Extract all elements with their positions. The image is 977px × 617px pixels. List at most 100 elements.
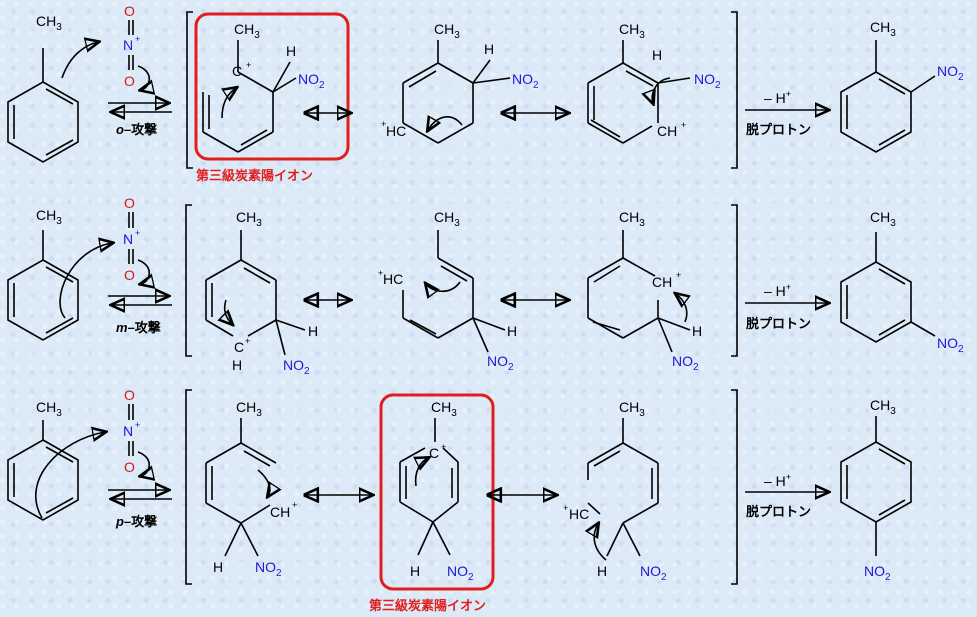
svg-text:+: + [441,442,446,452]
highlight-label-ortho: 第三級炭素陽イオン [196,168,313,183]
svg-text:C: C [429,445,439,461]
svg-text:NO2: NO2 [298,71,325,91]
svg-text:CH3: CH3 [619,209,645,229]
svg-text:O: O [124,73,135,89]
svg-text:NO2: NO2 [283,357,310,377]
svg-text:CH3: CH3 [36,207,62,227]
methyl-label: CH3 [36,13,62,33]
toluene-para: CH3 [7,399,105,521]
intermediate-meta-2: CH3 + HC H NO2 [378,209,517,373]
svg-text:脱プロトン: 脱プロトン [746,316,811,331]
svg-text:+: + [245,336,250,346]
intermediate-para-1: CH3 CH + H NO2 [205,399,297,579]
svg-text:O: O [124,459,135,475]
svg-text:NO2: NO2 [640,563,667,583]
equilibrium-para: p–攻撃 [108,490,172,529]
svg-text:H: H [410,563,420,579]
svg-text:+: + [135,420,140,430]
nitronium-para: O N + O [123,387,149,476]
svg-text:HC: HC [386,123,406,139]
svg-text:CH3: CH3 [619,21,645,41]
svg-text:CH3: CH3 [870,397,896,417]
svg-text:O: O [124,267,135,283]
svg-text:NO2: NO2 [937,335,964,355]
svg-text:HC: HC [569,506,589,522]
svg-text:CH3: CH3 [234,21,260,41]
svg-text:NO2: NO2 [512,71,539,91]
svg-text:H: H [652,47,662,63]
svg-text:+: + [378,268,383,278]
svg-text:脱プロトン: 脱プロトン [746,122,811,137]
product-meta-nitrotoluene: CH3 NO2 [840,209,964,355]
intermediate-meta-3: CH3 CH + H NO2 [587,209,702,373]
svg-text:CH3: CH3 [870,19,896,39]
svg-text:NO2: NO2 [487,353,514,373]
svg-text:– H+: – H+ [764,472,791,489]
svg-text:CH3: CH3 [36,399,62,419]
svg-text:m–攻撃: m–攻撃 [116,320,161,335]
nitronium-meta: O N + O [123,195,149,284]
intermediate-meta-1: CH3 C + H H NO2 [205,209,318,377]
svg-text:+: + [246,60,251,70]
svg-text:H: H [692,323,702,339]
svg-text:H: H [308,323,318,339]
svg-text:O: O [124,387,135,403]
svg-text:O: O [124,195,135,211]
equilibrium-ortho: o–攻撃 [108,103,172,137]
svg-text:+: + [292,500,297,510]
svg-text:CH3: CH3 [434,209,460,229]
svg-text:CH3: CH3 [434,21,460,41]
svg-text:HC: HC [383,271,403,287]
svg-text:H: H [484,41,494,57]
svg-text:脱プロトン: 脱プロトン [746,504,811,519]
intermediate-para-2: CH3 C + H NO2 [399,399,474,583]
deprotonation-meta: – H+ 脱プロトン [745,282,828,331]
toluene-ortho: CH3 [7,13,98,163]
bracket-close [731,11,738,169]
highlight-label-para: 第三級炭素陽イオン [369,598,486,613]
svg-text:+: + [135,228,140,238]
svg-text:CH3: CH3 [431,399,457,419]
svg-text:CH: CH [652,274,672,290]
svg-text:– H+: – H+ [764,282,791,299]
intermediate-ortho-3: CH3 H NO2 CH + [587,21,721,144]
highlight-box-ortho [194,12,350,161]
svg-text:NO2: NO2 [447,563,474,583]
svg-text:o–攻撃: o–攻撃 [116,122,157,137]
svg-text:CH3: CH3 [236,399,262,419]
svg-text:NO2: NO2 [255,559,282,579]
svg-text:H: H [213,559,223,575]
svg-text:NO2: NO2 [937,63,964,83]
svg-text:+: + [563,503,568,513]
svg-text:N: N [123,231,133,247]
row-meta: CH3 O N + O m–攻撃 [7,195,964,377]
equilibrium-meta: m–攻撃 [108,296,172,335]
svg-text:NO2: NO2 [672,353,699,373]
deprotonation-para: – H+ 脱プロトン [745,472,828,519]
svg-text:+: + [676,270,681,280]
svg-text:CH: CH [657,123,677,139]
toluene-meta: CH3 [7,207,112,341]
nitronium-ortho: O N + O [123,3,149,90]
deprotonation-ortho: – H+ 脱プロトン [745,89,828,137]
intermediate-para-3: CH3 + HC H NO2 [563,399,667,583]
svg-text:N: N [123,423,133,439]
svg-text:H: H [286,43,296,59]
svg-text:CH3: CH3 [619,399,645,419]
product-para-nitrotoluene: CH3 NO2 [840,397,912,583]
svg-text:p–攻撃: p–攻撃 [115,514,157,529]
svg-text:CH3: CH3 [236,209,262,229]
svg-text:– H+: – H+ [764,89,791,106]
row-ortho: CH3 O N + O o–攻撃 [7,3,964,183]
svg-text:CH: CH [270,504,290,520]
svg-text:+: + [681,120,686,130]
svg-text:CH3: CH3 [870,209,896,229]
svg-text:H: H [232,357,242,373]
svg-text:H: H [507,323,517,339]
row-para: CH3 O N + O p–攻撃 [7,387,912,613]
highlight-box-para [379,393,495,591]
svg-text:H: H [597,563,607,579]
bracket-open [186,11,193,169]
svg-text:N: N [123,37,133,53]
